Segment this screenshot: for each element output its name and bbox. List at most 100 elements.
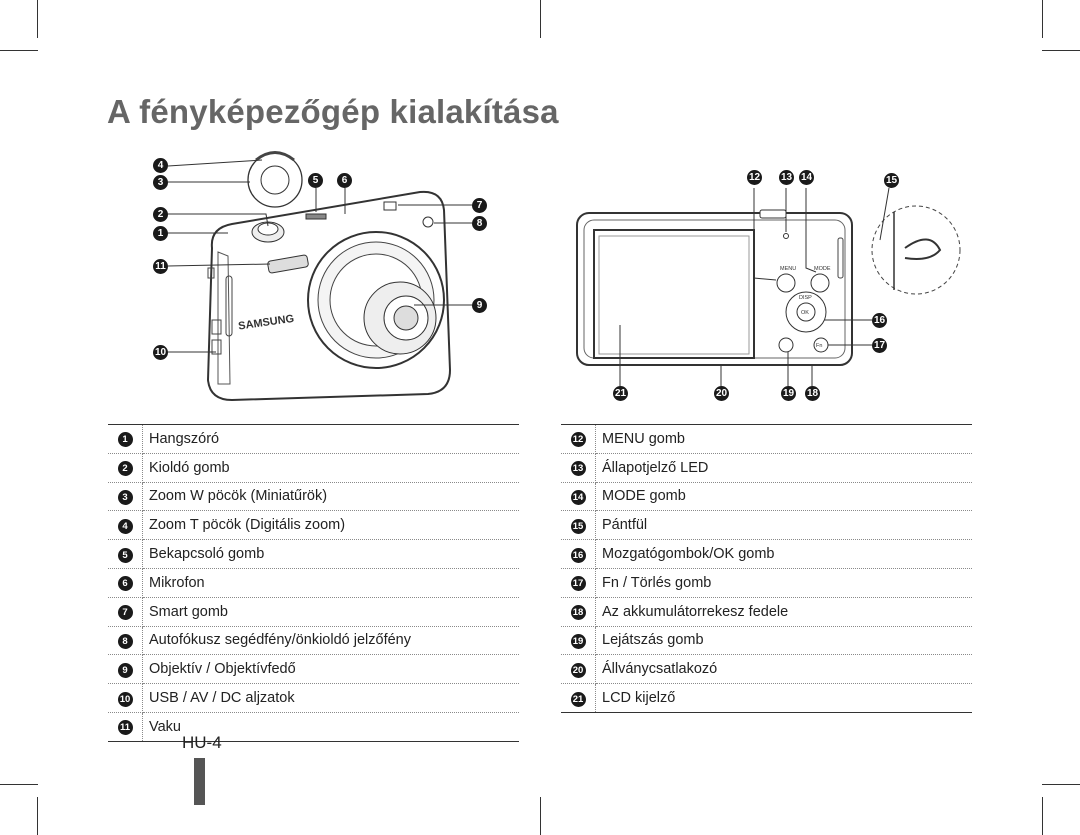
legend-row: 6 Mikrofon xyxy=(108,568,519,598)
crop-mark-br-h xyxy=(1042,784,1080,785)
legend-label: Állapotjelző LED xyxy=(595,453,972,483)
crop-mark-br-v xyxy=(1042,797,1043,835)
legend-label: MODE gomb xyxy=(595,482,972,512)
callout-20: 20 xyxy=(714,386,729,401)
legend-row: 10 USB / AV / DC aljzatok xyxy=(108,683,519,713)
callout-6: 6 xyxy=(337,173,352,188)
legend-number-badge: 15 xyxy=(570,518,586,534)
legend-label: MENU gomb xyxy=(595,424,972,454)
legend-label: USB / AV / DC aljzatok xyxy=(142,683,519,713)
mode-label: MODE xyxy=(814,266,831,272)
legend-number-badge: 5 xyxy=(117,547,133,563)
legend-row: 8 Autofókusz segédfény/önkioldó jelzőfény xyxy=(108,626,519,656)
legend-label: Autofókusz segédfény/önkioldó jelzőfény xyxy=(142,626,519,656)
legend-number-badge: 12 xyxy=(570,432,586,448)
callout-13: 13 xyxy=(779,170,794,185)
legend-row: 4 Zoom T pöcök (Digitális zoom) xyxy=(108,510,519,541)
legend-number-badge: 17 xyxy=(570,576,586,592)
legend-label: Zoom W pöcök (Miniatűrök) xyxy=(142,482,519,512)
legend-row: 13 Állapotjelző LED xyxy=(561,453,972,483)
crop-mark-tl-h xyxy=(0,50,38,51)
crop-mark-tc-v xyxy=(540,0,541,38)
legend-number-badge: 14 xyxy=(570,489,586,505)
callout-10: 10 xyxy=(153,345,168,360)
crop-mark-tr-v xyxy=(1042,0,1043,38)
legend-label: Lejátszás gomb xyxy=(595,626,972,656)
legend-label: Az akkumulátorrekesz fedele xyxy=(595,597,972,627)
legend-label: Mikrofon xyxy=(142,568,519,598)
legend-label: Smart gomb xyxy=(142,597,519,627)
crop-mark-tl-v xyxy=(37,0,38,38)
legend-row: 7 Smart gomb xyxy=(108,597,519,627)
legend-row: 12 MENU gomb xyxy=(561,424,972,454)
legend-row: 3 Zoom W pöcök (Miniatűrök) xyxy=(108,482,519,512)
legend-row: 18 Az akkumulátorrekesz fedele xyxy=(561,597,972,627)
callout-2: 2 xyxy=(153,207,168,222)
legend-row: 15 Pántfül xyxy=(561,510,972,541)
crop-mark-bc-v xyxy=(540,797,541,835)
callout-11: 11 xyxy=(153,259,168,274)
legend-number-badge: 10 xyxy=(117,691,133,707)
legend-number-badge: 20 xyxy=(570,662,586,678)
legend-number-badge: 11 xyxy=(117,720,133,736)
legend-row: 17 Fn / Törlés gomb xyxy=(561,568,972,598)
callout-8: 8 xyxy=(472,216,487,231)
callout-7: 7 xyxy=(472,198,487,213)
page-title: A fényképezőgép kialakítása xyxy=(107,93,559,130)
legend-label: Pántfül xyxy=(595,510,972,541)
legend-number-badge: 3 xyxy=(117,489,133,505)
legend-label: Zoom T pöcök (Digitális zoom) xyxy=(142,510,519,541)
legend-label: Vaku xyxy=(142,712,519,742)
legend-number-badge: 21 xyxy=(570,691,586,707)
fn-label: Fn xyxy=(816,343,822,349)
disp-label: DISP xyxy=(799,295,812,301)
crop-mark-bl-h xyxy=(0,784,38,785)
legend-row: 11 Vaku xyxy=(108,712,519,742)
legend-label: LCD kijelző xyxy=(595,683,972,713)
ok-label: OK xyxy=(801,310,809,316)
callout-1: 1 xyxy=(153,226,168,241)
legend-number-badge: 7 xyxy=(117,605,133,621)
legend-number-badge: 6 xyxy=(117,576,133,592)
callout-15: 15 xyxy=(884,173,899,188)
callout-5: 5 xyxy=(308,173,323,188)
legend-label: Hangszóró xyxy=(142,424,519,454)
callout-12: 12 xyxy=(747,170,762,185)
legend-row: 14 MODE gomb xyxy=(561,482,972,512)
legend-label: Mozgatógombok/OK gomb xyxy=(595,539,972,569)
legend-number-badge: 2 xyxy=(117,461,133,477)
legend-label: Objektív / Objektívfedő xyxy=(142,654,519,685)
legend-number-badge: 16 xyxy=(570,547,586,563)
page-number: HU-4 xyxy=(182,733,222,752)
legend-label: Fn / Törlés gomb xyxy=(595,568,972,598)
legend-row: 16 Mozgatógombok/OK gomb xyxy=(561,539,972,569)
legend-number-badge: 13 xyxy=(570,461,586,477)
legend-row: 5 Bekapcsoló gomb xyxy=(108,539,519,569)
menu-label: MENU xyxy=(780,266,796,272)
callout-16: 16 xyxy=(872,313,887,328)
page-tab-marker xyxy=(194,758,205,805)
legend-table-right: 12 MENU gomb 13 Állapotjelző LED 14 MODE gomb… xyxy=(561,424,972,713)
legend-label: Állványcsatlakozó xyxy=(595,654,972,685)
legend-row: 20 Állványcsatlakozó xyxy=(561,654,972,685)
callout-4: 4 xyxy=(153,158,168,173)
callout-14: 14 xyxy=(799,170,814,185)
legend-number-badge: 4 xyxy=(117,518,133,534)
legend-row: 21 LCD kijelző xyxy=(561,683,972,713)
callout-3: 3 xyxy=(153,175,168,190)
legend-label: Bekapcsoló gomb xyxy=(142,539,519,569)
legend-number-badge: 8 xyxy=(117,633,133,649)
legend-number-badge: 18 xyxy=(570,605,586,621)
crop-mark-tr-h xyxy=(1042,50,1080,51)
callout-17: 17 xyxy=(872,338,887,353)
callout-19: 19 xyxy=(781,386,796,401)
callout-21: 21 xyxy=(613,386,628,401)
crop-mark-bl-v xyxy=(37,797,38,835)
